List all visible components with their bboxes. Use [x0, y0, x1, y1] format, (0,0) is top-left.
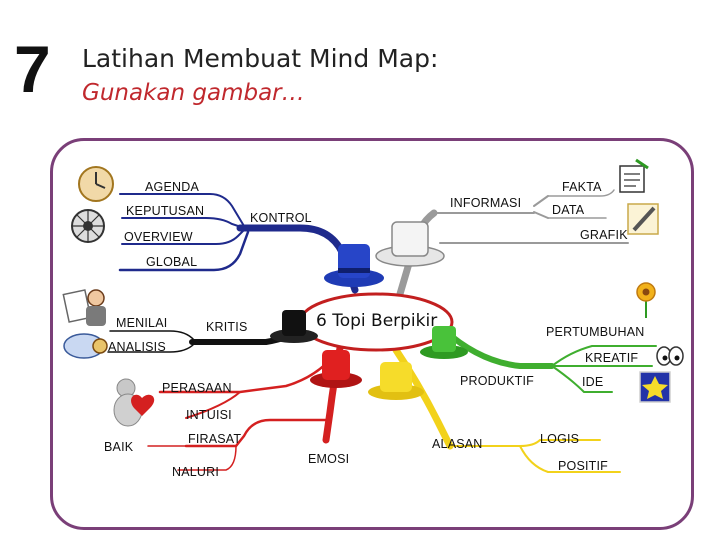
- label-data: DATA: [552, 203, 585, 217]
- label-fakta: FAKTA: [562, 180, 602, 194]
- mindmap-frame: [50, 138, 694, 530]
- magnifier-icon: [63, 333, 108, 359]
- label-menilai: MENILAI: [116, 316, 168, 330]
- black-hat-icon: [270, 310, 318, 343]
- star-icon: [639, 371, 671, 403]
- document-icon: [62, 289, 92, 323]
- label-emosi: EMOSI: [308, 452, 350, 466]
- label-firasat: FIRASAT: [188, 432, 242, 446]
- label-alasan: ALASAN: [432, 437, 483, 451]
- reading-person-icon: [86, 289, 106, 326]
- label-kritis: KRITIS: [206, 320, 248, 334]
- label-grafik: GRAFIK: [580, 228, 628, 242]
- center-topic: 6 Topi Berpikir: [316, 311, 438, 331]
- label-kreatif: KREATIF: [585, 351, 639, 365]
- red-hat-icon: [310, 350, 362, 388]
- label-analisis: ANALISIS: [108, 340, 166, 354]
- teddy-heart-icon: [113, 378, 155, 427]
- clock-icon: [78, 166, 114, 202]
- label-pertumbuhan: PERTUMBUHAN: [546, 325, 645, 339]
- wheel-icon: [71, 209, 105, 243]
- flower-icon: [636, 282, 656, 318]
- label-perasaan: PERASAAN: [162, 381, 232, 395]
- label-global: GLOBAL: [146, 255, 198, 269]
- label-naluri: NALURI: [172, 465, 220, 479]
- label-agenda: AGENDA: [145, 180, 199, 194]
- label-kontrol: KONTROL: [250, 211, 312, 225]
- label-baik: BAIK: [104, 440, 134, 454]
- yellow-hat-icon: [368, 362, 424, 400]
- slide-title: Latihan Membuat Mind Map:: [82, 44, 439, 73]
- slide-number: 7: [14, 32, 51, 106]
- white-hat-icon: [375, 221, 445, 267]
- branch-yellow: [392, 346, 621, 473]
- label-overview: OVERVIEW: [124, 230, 193, 244]
- label-intuisi: INTUISI: [186, 408, 232, 422]
- label-keputusan: KEPUTUSAN: [126, 204, 205, 218]
- label-informasi: INFORMASI: [450, 196, 522, 210]
- label-positif: POSITIF: [558, 459, 609, 473]
- checklist-icon: [619, 158, 649, 193]
- label-logis: LOGIS: [540, 432, 580, 446]
- bulb-eyes-icon: [656, 346, 684, 366]
- label-produktif: PRODUKTIF: [460, 374, 535, 388]
- pen-icon: [627, 203, 659, 235]
- label-ide: IDE: [582, 375, 604, 389]
- slide-subtitle: Gunakan gambar…: [82, 80, 305, 106]
- green-hat-icon: [420, 326, 468, 359]
- blue-hat-icon: [324, 244, 384, 287]
